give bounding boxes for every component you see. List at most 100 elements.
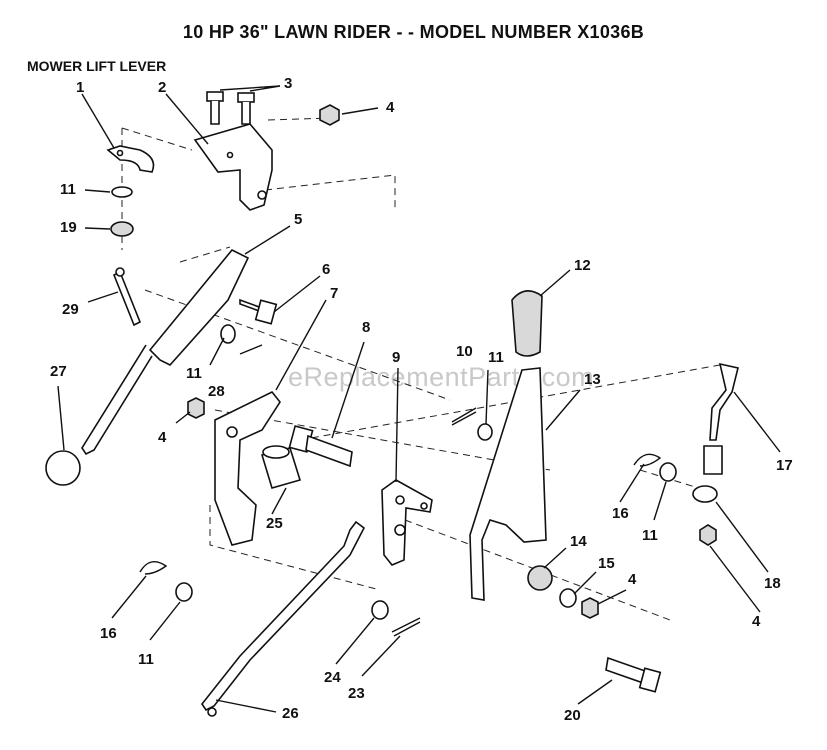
part-4-nut: [581, 597, 599, 619]
leader-line: [111, 575, 147, 619]
leader-line: [215, 699, 277, 713]
callout-6: 6: [322, 261, 331, 278]
part-13-handle: [469, 367, 547, 601]
part-3-bolt-shank: [241, 102, 251, 125]
leader-line: [709, 545, 761, 613]
assembly-line: [214, 409, 551, 471]
leader-line: [149, 601, 181, 641]
leader-line: [733, 391, 781, 453]
part-28-pin: [239, 344, 263, 355]
leader-line: [485, 369, 489, 425]
callout-16: 16: [612, 505, 629, 522]
watermark: eReplacementParts.com: [288, 362, 595, 392]
leader-line: [84, 189, 111, 193]
leader-line: [57, 385, 65, 451]
part-5-rod: [81, 344, 153, 456]
callout-16: 16: [100, 625, 117, 642]
part-4-nut: [699, 524, 717, 546]
part-5-lever-arm: [148, 248, 250, 366]
leader-line: [577, 679, 613, 705]
assembly-line: [179, 246, 231, 263]
leader-line: [271, 487, 287, 515]
part-16-pin: [633, 453, 662, 467]
part-14-bushing: [527, 565, 553, 591]
part-27-knob: [45, 450, 81, 486]
leader-line: [395, 367, 399, 483]
callout-11: 11: [488, 349, 504, 366]
part-26-end: [207, 707, 217, 717]
leader-line: [175, 411, 191, 424]
part-6-bolt-head: [254, 299, 278, 325]
callout-24: 24: [324, 669, 341, 686]
part-2-hole: [226, 151, 234, 159]
part-11-washer: [477, 423, 493, 441]
part-4-nut: [187, 397, 205, 419]
part-18-ferrule: [692, 485, 718, 503]
leader-line: [244, 225, 291, 255]
leader-line: [341, 107, 379, 115]
leader-line: [597, 589, 627, 605]
leader-line: [573, 571, 597, 595]
part-3-bolt-head: [237, 92, 255, 103]
part-11-washer: [175, 582, 193, 602]
part-23-pin: [391, 617, 421, 637]
callout-23: 23: [348, 685, 365, 702]
callout-28: 28: [208, 383, 225, 400]
leader-line: [361, 635, 401, 677]
callout-17: 17: [776, 457, 793, 474]
leader-line: [273, 275, 321, 313]
callout-2: 2: [158, 79, 167, 96]
callout-10: 10: [456, 343, 473, 360]
leader-line: [331, 341, 365, 439]
assembly-line: [121, 127, 193, 151]
part-3-bolt-shank: [210, 101, 220, 125]
leader-line: [81, 93, 115, 149]
diagram-title: 10 HP 36" LAWN RIDER - - MODEL NUMBER X1…: [182, 22, 645, 42]
leader-line: [209, 337, 225, 366]
callout-18: 18: [764, 575, 781, 592]
part-29-link: [112, 270, 142, 327]
leader-line: [543, 547, 567, 569]
callout-11: 11: [186, 365, 202, 382]
leader-line: [219, 85, 281, 92]
callout-29: 29: [62, 301, 79, 318]
section-label: MOWER LIFT LEVER: [27, 58, 167, 74]
part-9-hole: [395, 495, 405, 505]
callout-26: 26: [282, 705, 299, 722]
part-10-pin: [451, 407, 477, 426]
part-11-washer: [111, 186, 133, 198]
callout-9: 9: [392, 349, 401, 366]
leader-line: [545, 389, 581, 431]
part-16-pin: [139, 560, 168, 575]
callout-13: 13: [584, 371, 601, 388]
part-9-bracket: [381, 479, 433, 566]
callout-1: 1: [76, 79, 85, 96]
part-9-hole: [420, 502, 428, 510]
callout-19: 19: [60, 219, 77, 236]
callout-8: 8: [362, 319, 371, 336]
part-20-bolt-head: [638, 667, 662, 693]
part-1-clip: [106, 145, 155, 173]
leader-line: [275, 299, 327, 391]
part-9-hole: [394, 524, 406, 536]
part-8-bolt-shank: [305, 434, 353, 468]
leader-line: [165, 93, 209, 145]
part-25-end: [262, 445, 290, 459]
leader-line: [84, 227, 111, 230]
callout-7: 7: [330, 285, 339, 302]
part-26-rod: [201, 520, 366, 712]
part-2-bracket: [193, 123, 273, 211]
part-7-hole: [226, 426, 238, 438]
callout-4: 4: [386, 99, 395, 116]
callout-14: 14: [570, 533, 587, 550]
leader-line: [653, 481, 667, 521]
part-15-washer: [559, 588, 577, 608]
leader-line: [335, 617, 375, 665]
callout-27: 27: [50, 363, 67, 380]
part-2-hole: [257, 190, 267, 200]
part-12-grip: [511, 290, 543, 357]
callout-4: 4: [628, 571, 637, 588]
callout-12: 12: [574, 257, 591, 274]
